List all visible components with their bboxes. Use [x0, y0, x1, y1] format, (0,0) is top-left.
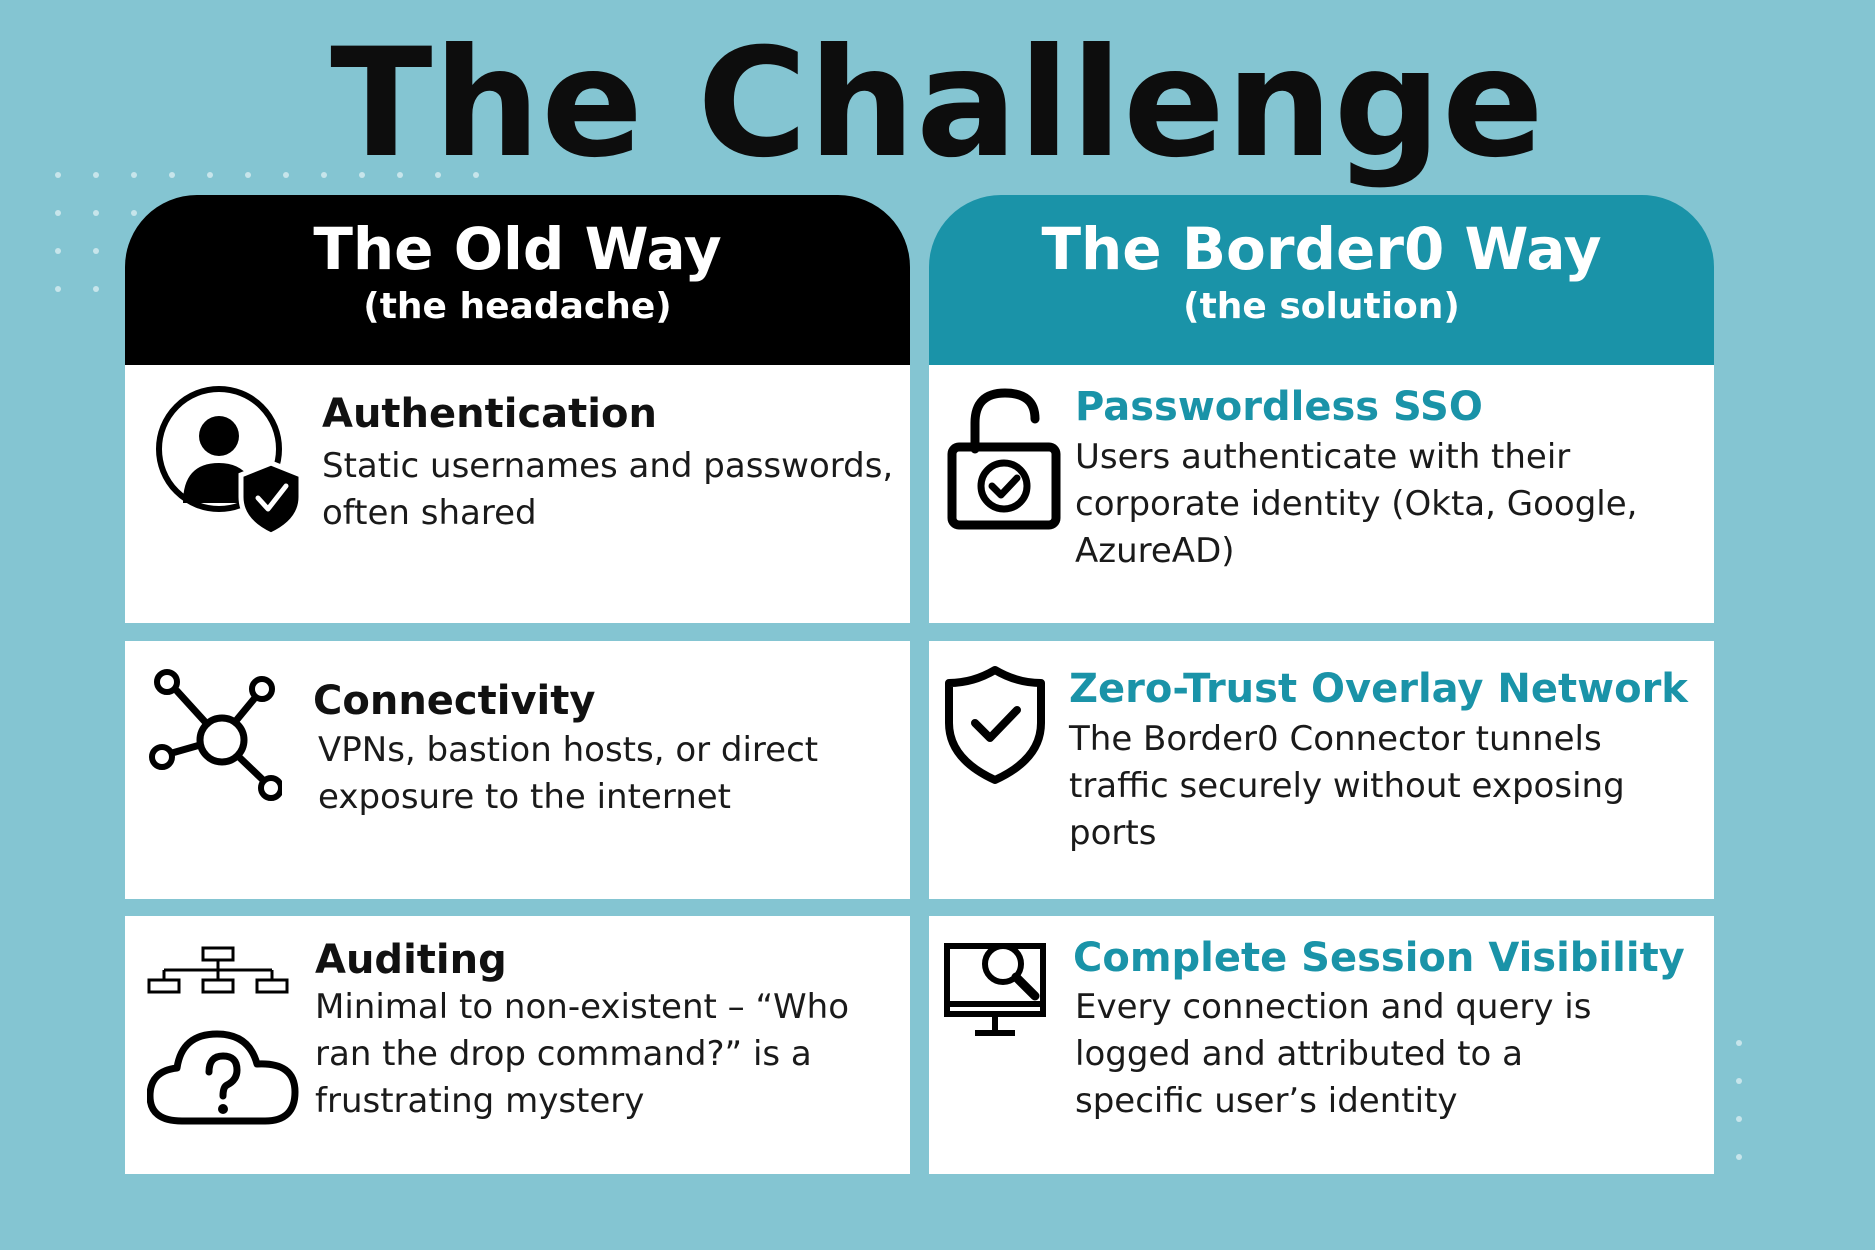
- decorative-dot: [55, 286, 61, 292]
- border0-way-heading: The Border0 Way: [1041, 215, 1602, 283]
- old-way-card-auditing: Auditing Minimal to non-existent – “Who …: [125, 916, 910, 1174]
- border0-card-session-visibility: Complete Session Visibility Every connec…: [929, 916, 1714, 1174]
- decorative-dot: [321, 172, 327, 178]
- card-title: Complete Session Visibility: [1073, 935, 1685, 981]
- decorative-dot: [55, 210, 61, 216]
- decorative-dot: [169, 172, 175, 178]
- user-shield-icon: [155, 385, 305, 539]
- decorative-dot: [245, 172, 251, 178]
- shield-check-icon: [943, 665, 1048, 789]
- old-way-card-connectivity: Connectivity VPNs, bastion hosts, or dir…: [125, 641, 910, 899]
- decorative-dot: [131, 210, 137, 216]
- decorative-dot: [93, 210, 99, 216]
- decorative-dot: [207, 172, 213, 178]
- decorative-dot: [397, 172, 403, 178]
- decorative-dot: [55, 172, 61, 178]
- network-nodes-icon: [147, 667, 284, 816]
- border0-way-subheading: (the solution): [1183, 285, 1460, 327]
- cloud-question-icon: [146, 946, 302, 1130]
- old-way-card-authentication: Authentication Static usernames and pass…: [125, 365, 910, 623]
- decorative-dot: [1736, 1040, 1742, 1046]
- card-description: Every connection and query is logged and…: [1075, 987, 1592, 1121]
- decorative-dot: [93, 248, 99, 254]
- card-title: Passwordless SSO: [1075, 384, 1483, 430]
- decorative-dot: [55, 248, 61, 254]
- old-way-heading: The Old Way: [313, 215, 722, 283]
- border0-card-zero-trust: Zero-Trust Overlay Network The Border0 C…: [929, 641, 1714, 899]
- card-description: VPNs, bastion hosts, or direct exposure …: [318, 730, 819, 817]
- card-description: Users authenticate with their corporate …: [1075, 437, 1638, 571]
- card-title: Auditing: [315, 937, 507, 983]
- decorative-dot: [1736, 1078, 1742, 1084]
- decorative-dot: [473, 172, 479, 178]
- decorative-dot: [131, 172, 137, 178]
- card-description: The Border0 Connector tunnels traffic se…: [1069, 719, 1625, 853]
- card-title: Authentication: [322, 391, 657, 437]
- decorative-dot: [1736, 1116, 1742, 1122]
- card-title: Connectivity: [313, 678, 596, 724]
- monitor-search-icon: [943, 938, 1053, 1052]
- decorative-dot: [435, 172, 441, 178]
- decorative-dot: [93, 172, 99, 178]
- card-description: Static usernames and passwords, often sh…: [322, 446, 894, 533]
- old-way-header: The Old Way (the headache): [125, 195, 910, 365]
- old-way-subheading: (the headache): [363, 285, 672, 327]
- page-title: The Challenge: [330, 17, 1545, 191]
- decorative-dot: [1736, 1154, 1742, 1160]
- decorative-dot: [283, 172, 289, 178]
- decorative-dot: [93, 286, 99, 292]
- border0-way-header: The Border0 Way (the solution): [929, 195, 1714, 365]
- decorative-dot: [359, 172, 365, 178]
- card-description: Minimal to non-existent – “Who ran the d…: [315, 987, 850, 1121]
- border0-card-passwordless-sso: Passwordless SSO Users authenticate with…: [929, 365, 1714, 623]
- unlocked-padlock-icon: [947, 385, 1062, 534]
- card-title: Zero-Trust Overlay Network: [1069, 666, 1688, 712]
